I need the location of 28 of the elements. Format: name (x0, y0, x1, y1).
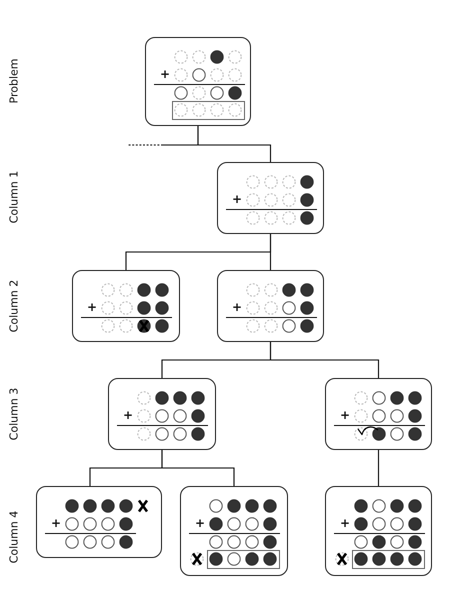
row-label: Column 4 (8, 510, 20, 564)
connector-line (378, 450, 380, 486)
state-box (108, 378, 216, 450)
row-label: Column 2 (8, 280, 20, 332)
plus-sign: + (50, 517, 62, 530)
state-box (325, 378, 432, 450)
state-box (217, 162, 324, 234)
plus-sign: + (194, 517, 206, 530)
state-box (180, 486, 288, 576)
state-box (72, 270, 180, 342)
connector-line (270, 342, 380, 378)
state-box (217, 270, 324, 342)
state-box (145, 37, 251, 126)
row-label: Column 1 (8, 170, 20, 224)
row-label: Column 3 (8, 388, 20, 440)
plus-sign: + (86, 301, 98, 314)
plus-sign: + (160, 68, 170, 80)
connector-line (270, 234, 272, 270)
dashed-connector-line (127, 126, 199, 146)
plus-sign: + (232, 193, 242, 206)
row-label: Problem (8, 58, 20, 104)
plus-sign: + (232, 301, 242, 314)
state-box (36, 486, 162, 558)
plus-sign: + (340, 517, 350, 530)
state-box (325, 486, 432, 576)
connector-line (161, 450, 235, 486)
plus-sign: + (340, 409, 350, 422)
plus-sign: + (122, 409, 134, 422)
